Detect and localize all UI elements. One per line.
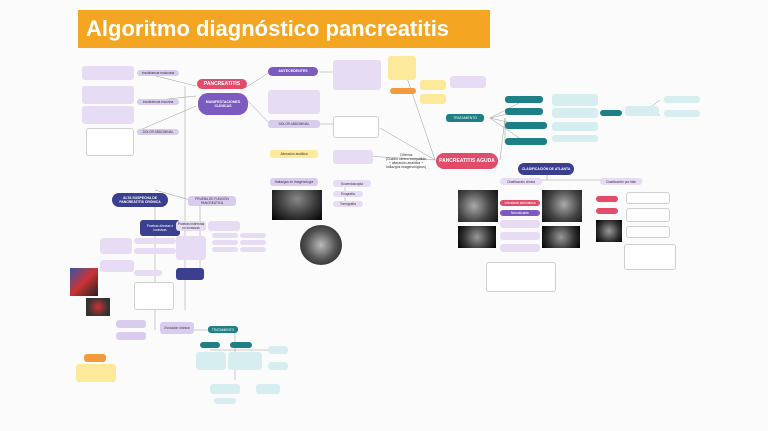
ultrasound-image xyxy=(272,190,322,220)
info-box-yellow-detail xyxy=(450,76,486,88)
info-box-risk xyxy=(333,60,381,90)
treatment-detail-6 xyxy=(664,96,700,103)
treatment-detail-1 xyxy=(552,94,598,106)
manifestaciones-node: MANIFESTACIONES CLÍNICAS xyxy=(198,93,248,115)
tratamiento-detail-1 xyxy=(196,352,226,370)
yellow-box-1 xyxy=(388,56,416,80)
info-box-lab xyxy=(333,150,373,164)
chronic-detail-2 xyxy=(134,248,176,254)
tratamiento-sub-2 xyxy=(230,342,252,348)
ct-image-2 xyxy=(542,190,582,222)
treatment-detail-7 xyxy=(664,110,700,117)
atlanta-detail-1 xyxy=(500,220,540,228)
tratamiento-detail-5 xyxy=(210,384,240,394)
ecografia-node: Ecografía xyxy=(333,191,363,197)
alteracion-node: Alteración analítica xyxy=(270,150,318,158)
treatment-step-4 xyxy=(505,138,547,145)
page-title: Algoritmo diagnóstico pancreatitis xyxy=(78,10,490,48)
ct-image-1 xyxy=(458,190,498,222)
treatment-detail-3 xyxy=(552,122,598,131)
info-box-antecedentes xyxy=(268,90,320,114)
info-box-endocrine xyxy=(82,66,134,80)
hallazgos-node: Hallazgos en imagenología xyxy=(270,178,318,186)
pruebas-indirectas-node: Pruebas indirectas no invasivas xyxy=(176,221,206,231)
pruebas-mixed-node xyxy=(208,221,240,231)
necrotizante-node: Necrotizante xyxy=(500,210,540,216)
tratamiento-right-node: TRATAMIENTO xyxy=(446,114,484,122)
tratamiento-detail-7 xyxy=(214,398,236,404)
chronic-detail-6 xyxy=(212,247,238,252)
atlanta-right-pink-1 xyxy=(596,196,618,202)
tratamiento-detail-3 xyxy=(268,346,288,354)
atlanta-right-detail-2 xyxy=(626,208,670,222)
pruebas-directas-node: Pruebas directas e invasivas xyxy=(140,220,180,236)
treatment-step-1 xyxy=(505,96,543,103)
treatment-detail-4 xyxy=(552,135,598,142)
treatment-detail-2 xyxy=(552,108,598,118)
mri-image-2 xyxy=(86,298,110,316)
mri-image xyxy=(70,268,98,296)
chronic-detail-3 xyxy=(176,236,206,260)
treatment-step-2 xyxy=(505,108,543,115)
yellow-note-box xyxy=(76,364,116,382)
info-box-pain-detail xyxy=(333,116,379,138)
cronica-node: ALTA SOSPECHA DE PANCREATITIS CRÓNICA xyxy=(112,193,168,207)
dolor-abdominal-small-node: DOLOR ABDOMINAL xyxy=(137,129,179,135)
ct-image-3 xyxy=(458,226,496,248)
ecoendoscopia-node: Ecoendoscopia xyxy=(333,180,371,187)
pancreatitis-node: PANCREATITIS xyxy=(197,79,247,89)
atlanta-right-detail-3 xyxy=(626,226,670,238)
evolucion-node: Evolución crónica xyxy=(160,322,194,334)
chronic-detail-10 xyxy=(134,270,162,276)
chronic-result-node xyxy=(176,268,204,280)
severity-table-right xyxy=(624,244,676,270)
dolor-abdominal-node: DOLOR ABDOMINAL xyxy=(268,120,320,128)
treatment-step-3 xyxy=(505,122,547,129)
insuf-endocrina-node: Insuficiencia endocrina xyxy=(137,70,179,76)
treatment-detail-5 xyxy=(625,106,659,116)
ct-image-4 xyxy=(542,226,580,248)
tratamiento-detail-2 xyxy=(228,352,262,370)
atlanta-right-pink-2 xyxy=(596,208,618,214)
insuf-exocrina-node: Insuficiencia exocrina xyxy=(137,99,179,105)
tratamiento-detail-6 xyxy=(256,384,280,394)
tratamiento-left-node: TRATAMIENTO xyxy=(208,326,238,333)
tratamiento-sub-1 xyxy=(200,342,220,348)
prueba-funcion-node: PRUEBA DE FUNCIÓN PANCREÁTICA xyxy=(188,196,236,206)
atlanta-detail-3 xyxy=(500,244,540,252)
evolucion-left-box-2 xyxy=(116,332,146,340)
atlanta-right-detail-1 xyxy=(626,192,670,204)
chronic-detail-9 xyxy=(240,247,266,252)
imaging-text-block xyxy=(134,282,174,310)
chronic-detail-7 xyxy=(240,233,266,238)
clasif-fallo-node: Clasificación por fallo xyxy=(600,178,642,185)
antecedentes-node: ANTECEDENTES xyxy=(268,67,318,76)
chronic-detail-5 xyxy=(212,240,238,245)
info-box-exocrine-2 xyxy=(82,106,134,124)
intersticial-node: Intersticial edematosa xyxy=(500,200,540,206)
yellow-box-2 xyxy=(420,80,446,90)
tac-node: Tomografía xyxy=(333,201,363,207)
ct-image-5 xyxy=(596,220,622,242)
ct-scan-image xyxy=(300,225,342,265)
treatment-sub-node xyxy=(600,110,622,116)
pancreatitis-aguda-node: PANCREATITIS AGUDA xyxy=(436,153,498,169)
info-box-exocrine xyxy=(82,86,134,104)
chronic-detail-8 xyxy=(240,240,266,245)
tratamiento-detail-4 xyxy=(268,362,288,370)
chronic-detail-4 xyxy=(212,233,238,238)
chronic-detail-1 xyxy=(134,238,176,244)
evolucion-left-box xyxy=(116,320,146,328)
orange-box xyxy=(390,88,416,94)
clasif-clinica-node: Clasificación clínica xyxy=(500,178,542,185)
orange-note-box xyxy=(84,354,106,362)
severity-table-left xyxy=(486,262,556,292)
atlanta-detail-2 xyxy=(500,232,540,240)
chronic-left-info xyxy=(100,238,132,254)
criterio-text: Criterios (Cuadro clínico compatible + a… xyxy=(385,152,427,170)
yellow-box-3 xyxy=(420,94,446,104)
clasificacion-node: CLASIFICACIÓN DE ATLANTA xyxy=(518,163,574,175)
chronic-left-info-2 xyxy=(100,260,134,272)
info-box-pain xyxy=(86,128,134,156)
